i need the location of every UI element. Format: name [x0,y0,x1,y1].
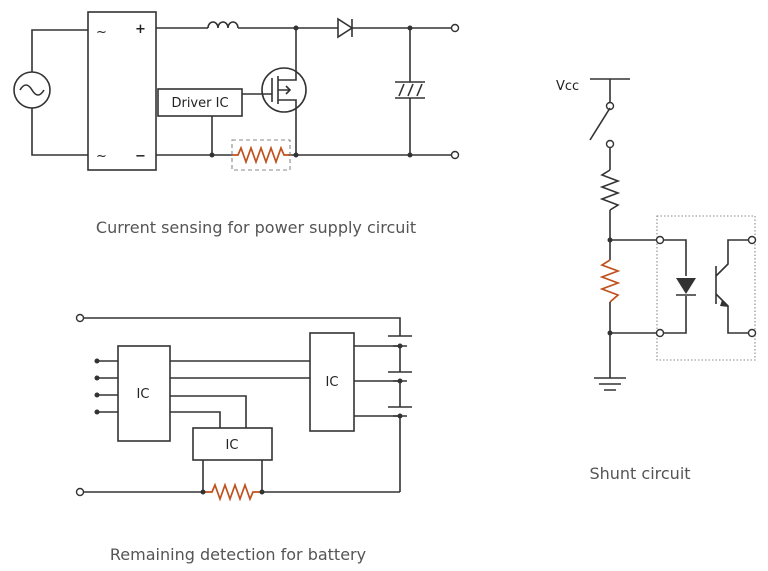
ground-symbol [594,333,626,391]
power-supply-circuit: ~ ~ + − Driver IC Current sen [13,11,460,237]
inductor-symbol [207,21,239,29]
output-terminal-top [450,23,460,33]
monitor-ic-label: IC [326,375,339,390]
rectifier-plus-mark: + [135,22,146,37]
power-supply-caption: Current sensing for power supply circuit [96,218,416,237]
rectifier-ac-mark-top: ~ [96,25,107,40]
shunt-resistor-vertical [599,259,621,303]
battery-caption: Remaining detection for battery [110,545,366,564]
pullup-resistor [599,169,621,211]
shunt-resistor [232,145,290,165]
driver-ic-label: Driver IC [171,96,228,111]
phototransistor-symbol [715,239,748,334]
rectifier-minus-mark: − [135,149,146,164]
output-terminal-bottom [450,150,460,160]
main-ic-block [117,345,171,442]
rectifier-ac-mark-bottom: ~ [96,149,107,164]
mosfet-symbol [261,67,307,113]
shunt-highlight-box [231,139,291,171]
photocoupler-box [656,215,756,361]
shunt-circuit: Vcc Shunt circuit [556,78,757,483]
switch-symbol [589,107,611,141]
main-ic-label: IC [137,387,150,402]
rectifier-block [87,11,157,171]
vcc-label: Vcc [556,79,579,94]
battery-shunt-resistor [203,482,262,502]
driver-ic-block [157,88,243,117]
shunt-caption: Shunt circuit [589,464,690,483]
monitor-ic-block [309,332,355,432]
diode-symbol [337,17,354,39]
ac-source-wave [19,84,45,96]
battery-terminal-bottom [75,487,85,497]
battery-detection-circuit: IC IC IC Remaining detection for battery [75,313,412,564]
sense-ic-block [192,427,273,461]
sense-ic-label: IC [226,438,239,453]
battery-terminal-top [75,313,85,323]
led-symbol [676,278,696,294]
